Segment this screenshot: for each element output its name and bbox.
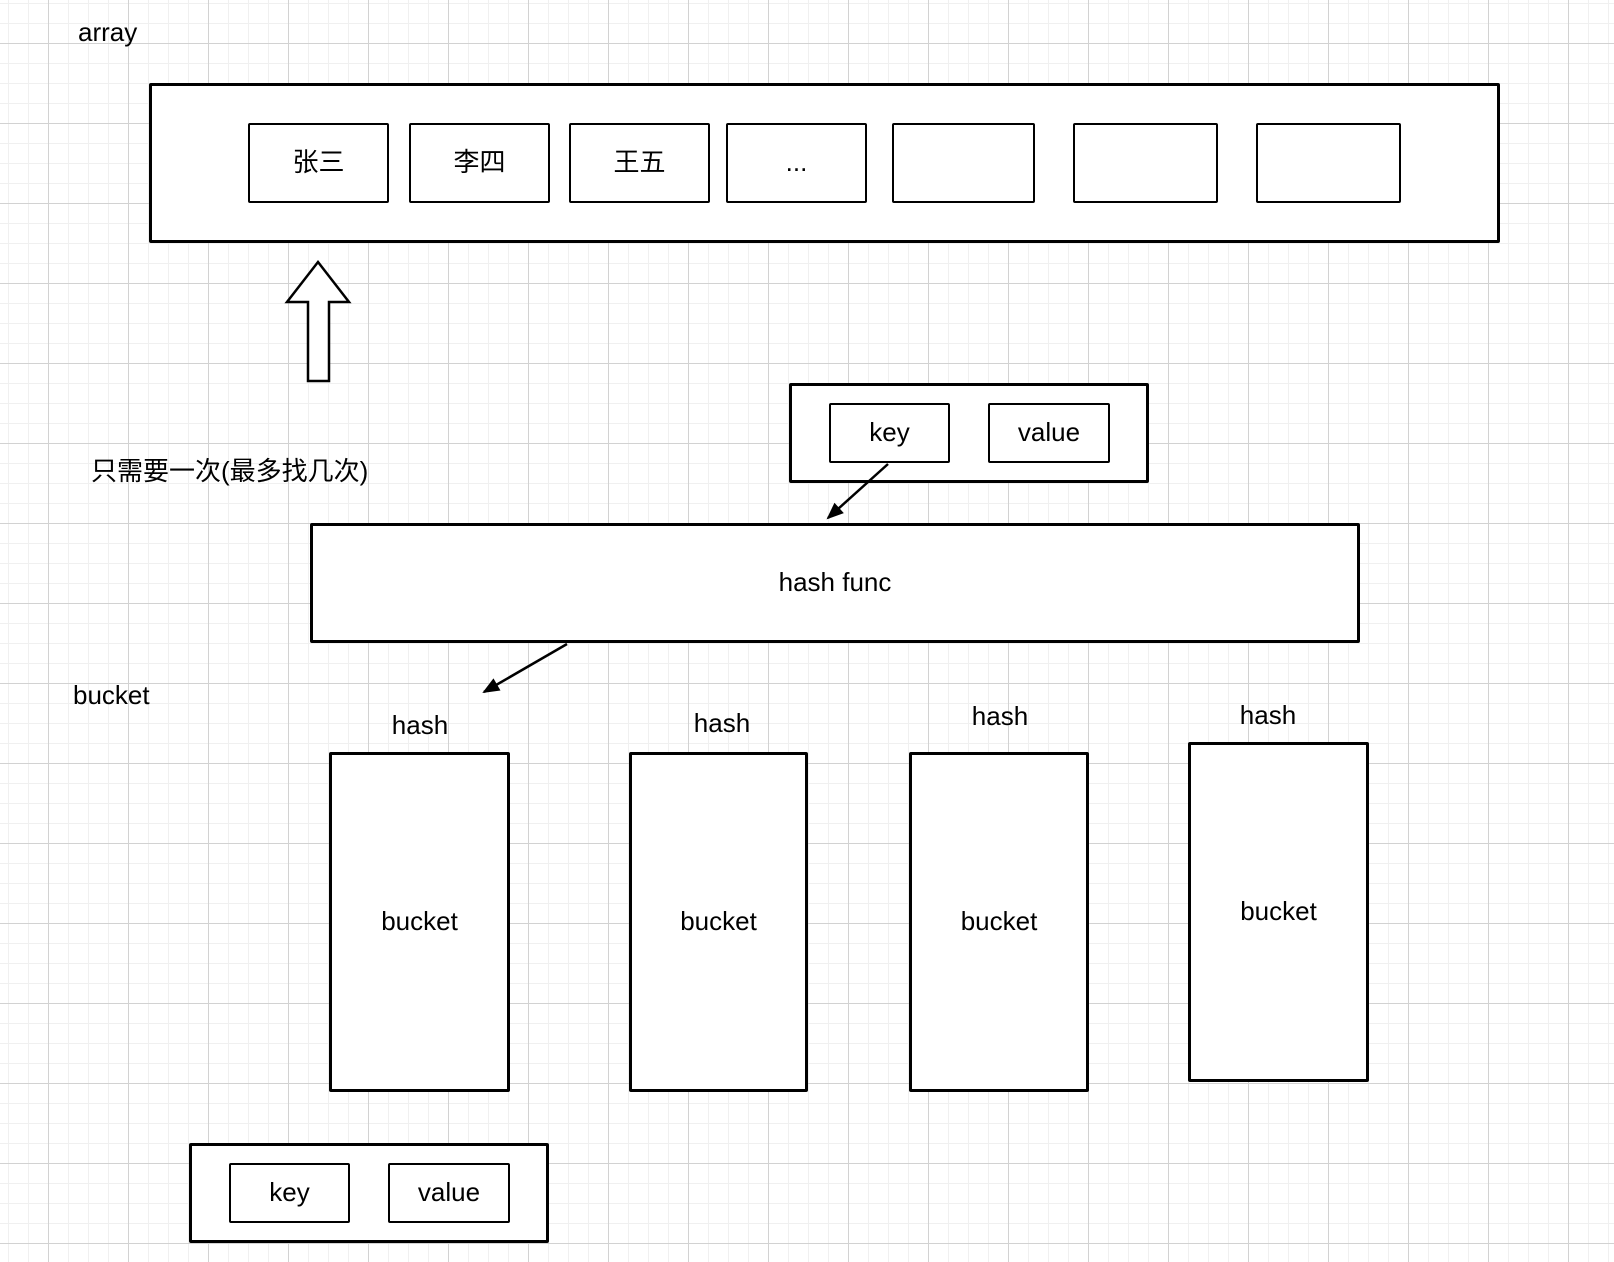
array-cell-7	[1256, 123, 1401, 203]
array-cell-4: ...	[726, 123, 867, 203]
bucket-section-label: bucket	[73, 680, 150, 710]
array-cell-2: 李四	[409, 123, 550, 203]
kv-top-key-box: key	[829, 403, 950, 463]
hash-label-3: hash	[971, 701, 1029, 731]
hash-func-box: hash func	[310, 523, 1360, 643]
kv-top-value-box: value	[988, 403, 1110, 463]
hashfunc-to-bucket-arrow-icon	[482, 642, 568, 694]
array-label: array	[78, 17, 138, 47]
bucket-box-2: bucket	[629, 752, 808, 1092]
kv-bottom-value-box: value	[388, 1163, 510, 1223]
array-cell-3: 王五	[569, 123, 710, 203]
hash-label-4: hash	[1239, 700, 1297, 730]
bucket-box-1: bucket	[329, 752, 510, 1092]
hash-label-1: hash	[391, 710, 449, 740]
bucket-box-4: bucket	[1188, 742, 1369, 1082]
array-cell-1: 张三	[248, 123, 389, 203]
array-cell-5	[892, 123, 1035, 203]
bucket-box-3: bucket	[909, 752, 1089, 1092]
hash-label-2: hash	[693, 708, 751, 738]
array-cell-6	[1073, 123, 1218, 203]
kv-bottom-key-box: key	[229, 1163, 350, 1223]
note-label: 只需要一次(最多找几次)	[91, 456, 369, 486]
block-arrow-up-icon	[284, 259, 352, 383]
